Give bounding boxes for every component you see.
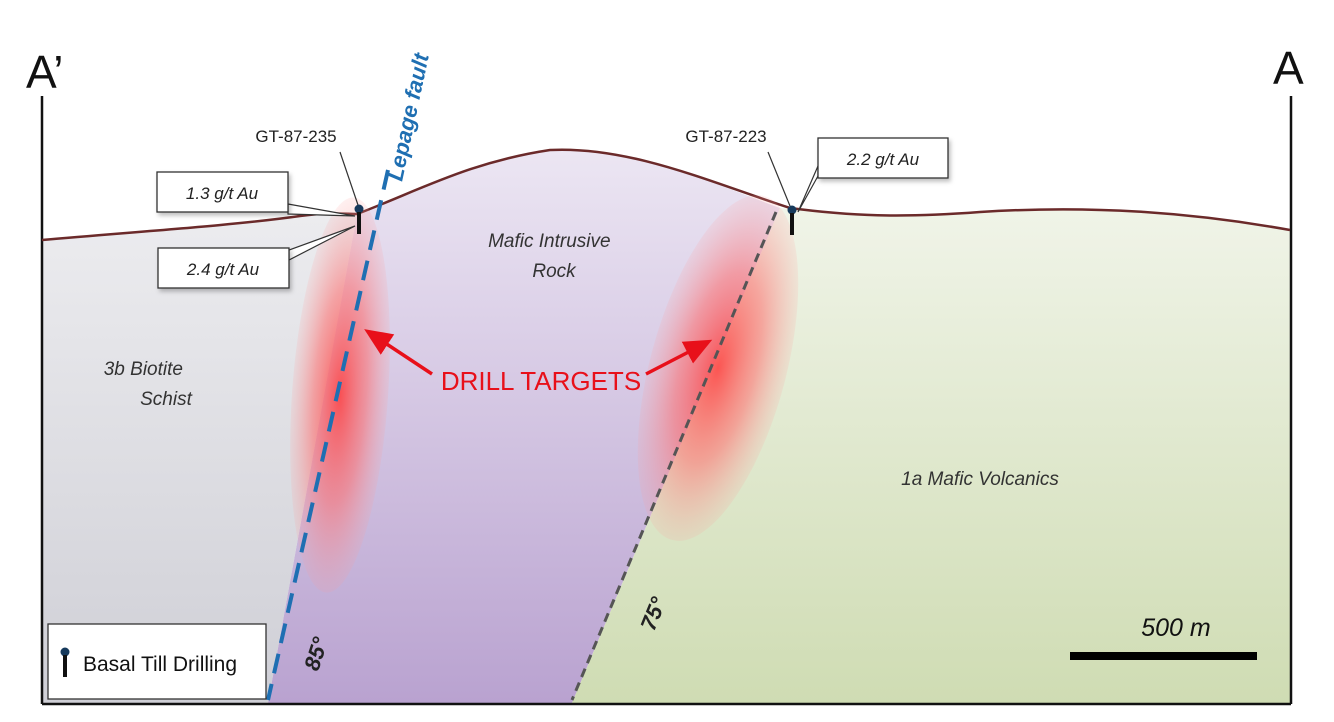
assay-value: 1.3 g/t Au <box>186 184 259 203</box>
biotite-schist-label: 3b Biotite Schist <box>104 359 193 410</box>
scale-bar <box>1070 652 1257 660</box>
biotite-schist-label-line-1: 3b Biotite <box>104 359 183 380</box>
assay-callout-pointer <box>797 165 819 213</box>
mafic-intrusive-label-line-1: Mafic Intrusive <box>488 231 610 252</box>
assay-callout-box <box>156 171 289 213</box>
drill-hole-trace-icon <box>63 655 67 677</box>
drill-collar-icon <box>60 647 70 657</box>
assay-callout-box <box>157 247 290 289</box>
mafic-intrusive-unit <box>268 149 780 704</box>
drill-collar-connector <box>767 151 791 207</box>
target-arrow-east <box>645 339 713 376</box>
legend-box <box>47 623 267 700</box>
assay-value: 2.4 g/t Au <box>186 260 260 279</box>
drill-collar-icon <box>354 204 364 214</box>
scale-bar-label: 500 m <box>1141 614 1210 642</box>
drill-hole-id: GT-87-235 <box>255 127 336 146</box>
drill-hole-gt-87-235[interactable]: GT-87-235 <box>255 127 364 234</box>
lepage-fault-label: Lepage fault <box>382 49 434 183</box>
assay-value: 2.2 g/t Au <box>846 150 920 169</box>
assay-callout-2-4: 2.4 g/t Au <box>157 225 356 289</box>
drill-hole-trace <box>790 213 794 235</box>
drill-target-zone-east <box>637 195 799 541</box>
mafic-volcanics-label: 1a Mafic Volcanics <box>901 469 1059 490</box>
mafic-intrusive-label: Mafic Intrusive Rock <box>488 231 616 282</box>
drill-hole-gt-87-223[interactable]: GT-87-223 <box>685 127 797 235</box>
topography-line <box>41 148 1291 242</box>
section-endpoint-left: A’ <box>26 46 64 98</box>
drill-target-zone-west <box>290 197 390 593</box>
lepage-fault-line <box>266 169 390 701</box>
drill-targets-label: DRILL TARGETS <box>441 366 641 396</box>
mafic-intrusive-label-line-2: Rock <box>532 261 577 282</box>
drill-hole-id: GT-87-223 <box>685 127 766 146</box>
eastern-fault-line <box>570 211 778 701</box>
target-arrow-west <box>364 329 433 376</box>
section-endpoint-right: A <box>1273 42 1304 94</box>
legend: Basal Till Drilling <box>47 623 267 700</box>
biotite-schist-unit <box>42 214 357 703</box>
drill-hole-trace <box>357 212 361 234</box>
legend-label: Basal Till Drilling <box>83 653 237 676</box>
assay-callout-box <box>817 137 949 179</box>
drill-collar-icon <box>787 205 797 215</box>
assay-callout-2-2: 2.2 g/t Au <box>797 137 949 213</box>
drill-collar-connector <box>339 151 359 206</box>
assay-callout-1-3: 1.3 g/t Au <box>156 171 356 217</box>
biotite-schist-label-line-2: Schist <box>140 389 192 410</box>
